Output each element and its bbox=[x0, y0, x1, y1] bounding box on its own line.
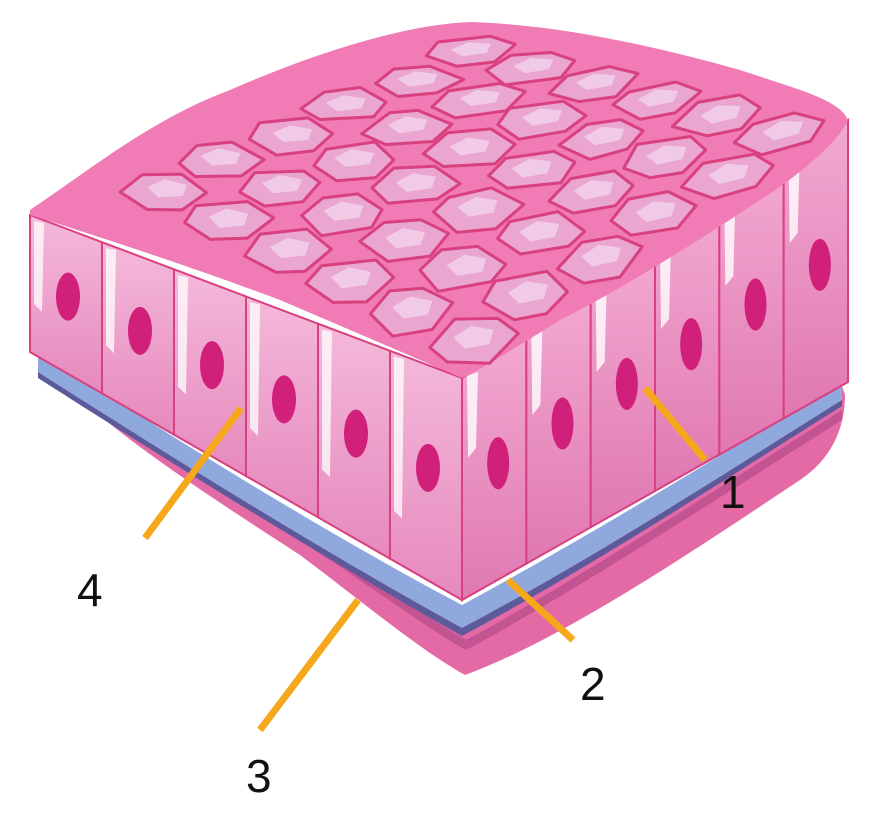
left-cell bbox=[245, 295, 319, 520]
apical-cell bbox=[304, 258, 396, 304]
nucleus bbox=[808, 238, 831, 291]
apical-cell bbox=[421, 127, 517, 168]
apical-cell bbox=[243, 227, 333, 274]
apical-cell bbox=[547, 169, 635, 215]
apical-cell bbox=[481, 269, 569, 322]
nucleus bbox=[200, 341, 224, 390]
nucleus bbox=[551, 397, 574, 450]
apical-cell bbox=[424, 34, 517, 68]
apical-cell bbox=[609, 190, 698, 237]
apical-cell bbox=[430, 82, 527, 120]
nucleus bbox=[487, 437, 510, 490]
apical-cell bbox=[496, 99, 588, 141]
leader-line-4 bbox=[142, 405, 244, 541]
left-cell bbox=[317, 322, 391, 561]
apical-cell-mosaic bbox=[118, 34, 826, 365]
apical-cell bbox=[555, 234, 644, 285]
apical-cell bbox=[370, 164, 462, 205]
apical-cell bbox=[183, 200, 276, 241]
right-cell bbox=[782, 118, 849, 421]
apical-cell bbox=[368, 286, 455, 338]
apical-cell bbox=[547, 65, 640, 104]
apical-cell bbox=[622, 135, 708, 180]
right-face-cells bbox=[461, 118, 849, 602]
nucleus bbox=[416, 443, 440, 492]
label-3: 3 bbox=[246, 750, 272, 802]
apical-cell bbox=[118, 172, 208, 212]
apical-cell bbox=[360, 108, 454, 146]
right-cell bbox=[589, 247, 656, 530]
nucleus bbox=[272, 375, 296, 424]
right-cell bbox=[461, 333, 528, 602]
apical-cell bbox=[418, 244, 508, 293]
leader-line-3 bbox=[257, 597, 361, 733]
nucleus bbox=[680, 318, 703, 371]
apical-cell bbox=[557, 118, 645, 161]
left-cell bbox=[101, 240, 175, 437]
apical-cell bbox=[247, 116, 335, 157]
basement-membrane bbox=[38, 350, 842, 628]
label-1: 1 bbox=[720, 466, 746, 518]
apical-cell bbox=[238, 169, 322, 208]
apical-cell bbox=[670, 93, 762, 138]
left-face-cells bbox=[29, 213, 463, 602]
apical-cell bbox=[177, 140, 266, 178]
nucleus bbox=[615, 357, 638, 410]
apical-cell bbox=[428, 316, 520, 365]
leader-line-2 bbox=[505, 577, 576, 643]
apical-cell bbox=[312, 140, 396, 183]
left-cell bbox=[389, 349, 463, 602]
apical-cell bbox=[679, 152, 775, 201]
nucleus bbox=[128, 306, 152, 355]
leader-line-1 bbox=[642, 385, 708, 463]
nucleus bbox=[344, 409, 368, 458]
label-4: 4 bbox=[77, 564, 103, 616]
apical-cell bbox=[432, 186, 526, 234]
apical-cell bbox=[300, 192, 384, 238]
apical-cell bbox=[374, 64, 466, 98]
nucleus bbox=[56, 272, 80, 321]
basement-membrane-edge bbox=[38, 372, 842, 636]
apical-cell bbox=[496, 210, 587, 256]
nucleus bbox=[744, 278, 767, 331]
apical-cell bbox=[487, 149, 577, 190]
label-2: 2 bbox=[580, 658, 606, 710]
apical-cell bbox=[611, 80, 703, 121]
left-cell bbox=[29, 213, 103, 396]
apical-cell bbox=[732, 111, 826, 157]
apical-cell bbox=[299, 86, 388, 121]
apical-cell bbox=[358, 218, 450, 263]
